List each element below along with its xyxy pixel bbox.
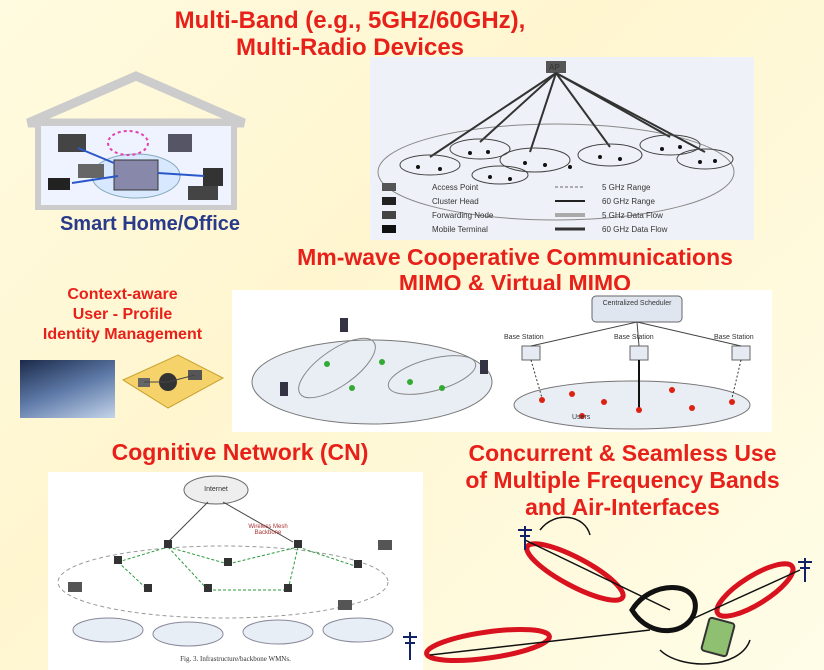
context-line1: Context-aware xyxy=(67,286,178,303)
internet-label: Internet xyxy=(204,486,228,493)
base-station-label: Base Station xyxy=(714,334,754,341)
cognitive-mesh-diagram: Internet Wireless Mesh Backbone Fig. 3. … xyxy=(48,472,423,670)
identity-photo xyxy=(20,360,115,418)
concurrent-line3: and Air-Interfaces xyxy=(525,494,720,521)
mmwave-line1: Mm-wave Cooperative Communications xyxy=(297,244,733,270)
title-line1: Multi-Band (e.g., 5GHz/60GHz), xyxy=(174,7,526,34)
concurrent-line1: Concurrent & Seamless Use xyxy=(468,440,777,466)
users-label: Users xyxy=(572,414,591,421)
mobile-device-icon xyxy=(700,616,736,658)
ap-label: AP xyxy=(549,63,560,72)
context-aware-text: Context-aware User - Profile Identity Ma… xyxy=(10,285,235,345)
title-line2: Multi-Radio Devices xyxy=(235,33,465,61)
concurrent-heading: Concurrent & Seamless Use of Multiple Fr… xyxy=(425,440,820,521)
context-line3: Identity Management xyxy=(42,326,203,343)
context-line2: User - Profile xyxy=(72,306,173,323)
cognitive-heading: Cognitive Network (CN) xyxy=(111,439,369,465)
centralized-mimo-diagram xyxy=(513,295,751,430)
legend xyxy=(382,183,585,233)
concurrent-line2: of Multiple Frequency Bands xyxy=(465,467,780,494)
mimo-panel: Centralized Scheduler Base Station Base … xyxy=(232,290,772,432)
backbone-label: Wireless Mesh Backbone xyxy=(248,524,288,536)
mmwave-heading: Mm-wave Cooperative Communications MIMO … xyxy=(225,244,805,297)
concurrent-beams-illustration xyxy=(400,510,820,670)
virtual-mimo-diagram xyxy=(251,318,493,425)
user-profile-illustration xyxy=(118,350,228,412)
multi-band-network-diagram: AP Access xyxy=(370,57,754,240)
base-station-label: Base Station xyxy=(614,334,654,341)
base-station-label: Base Station xyxy=(504,334,544,341)
scheduler-label: Centralized Scheduler xyxy=(602,300,672,307)
mesh-caption: Fig. 3. Infrastructure/backbone WMNs. xyxy=(180,655,291,663)
smart-home-label: Smart Home/Office xyxy=(59,213,241,235)
smart-home-illustration xyxy=(18,68,254,210)
title: Multi-Band (e.g., 5GHz/60GHz), Multi-Rad… xyxy=(130,7,570,62)
